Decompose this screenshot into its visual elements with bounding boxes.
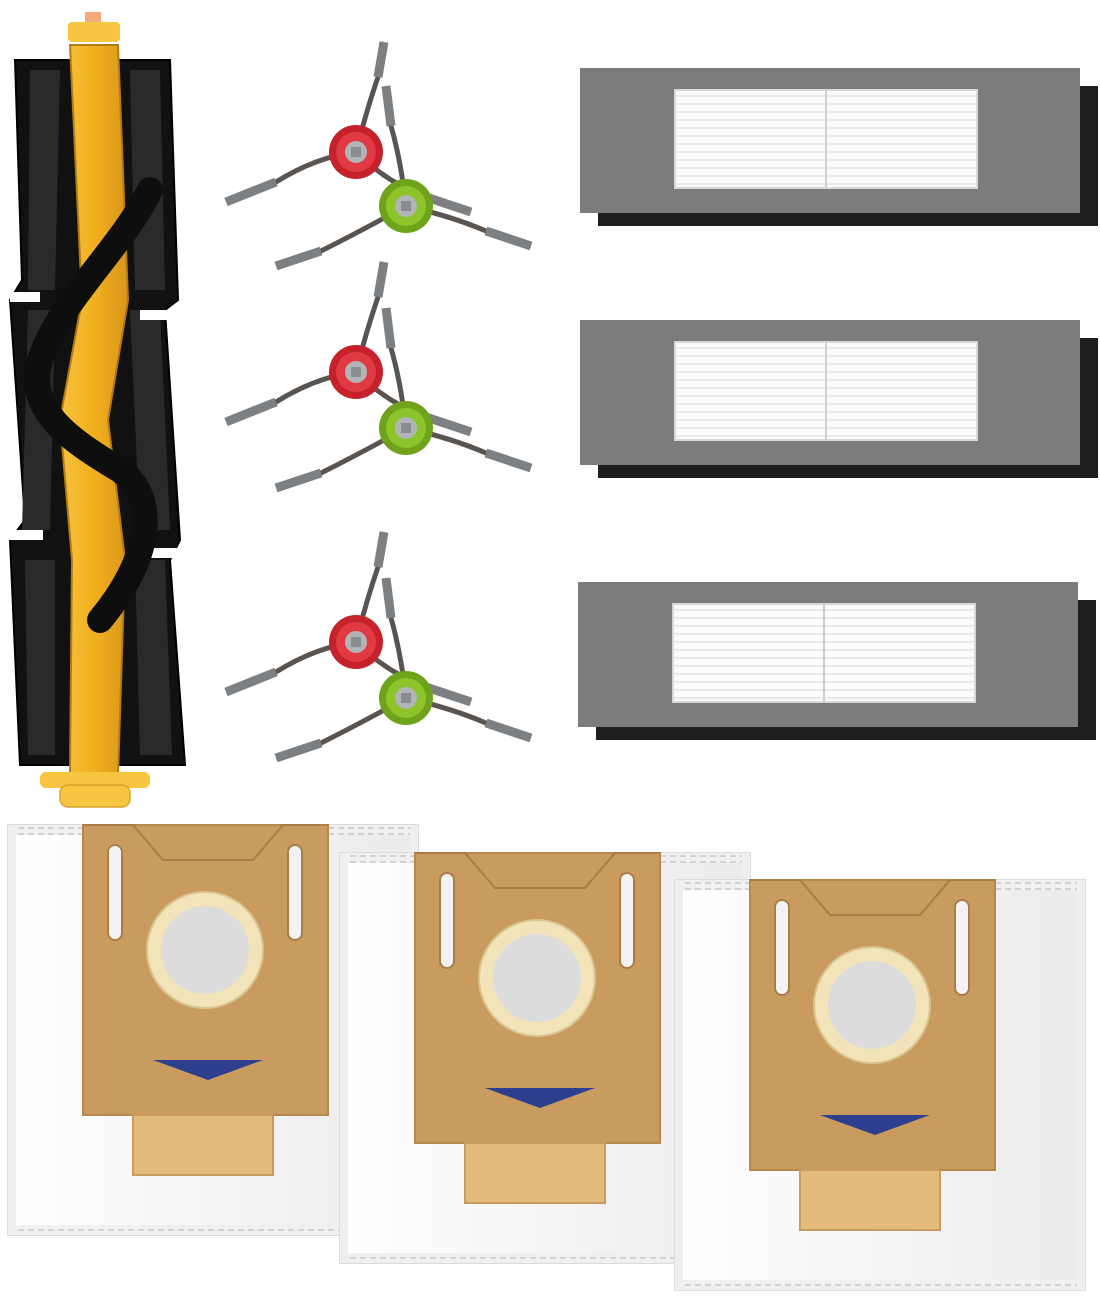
hepa-filter-1 <box>579 67 1099 227</box>
main-roller-brush <box>8 12 187 808</box>
side-brush-red-3 <box>226 532 471 702</box>
dust-bag-set <box>7 824 1086 1291</box>
side-brush-set <box>226 42 531 758</box>
side-brush-green-3 <box>276 578 531 758</box>
dust-bag-3 <box>674 879 1086 1291</box>
hepa-filter-2 <box>579 319 1099 479</box>
side-brush-green-1 <box>276 86 531 266</box>
side-brush-green-2 <box>276 308 531 488</box>
side-brush-red-2 <box>226 262 471 432</box>
side-brush-red-1 <box>226 42 471 212</box>
hepa-filter-3 <box>577 581 1097 741</box>
hepa-filter-set <box>577 67 1099 741</box>
